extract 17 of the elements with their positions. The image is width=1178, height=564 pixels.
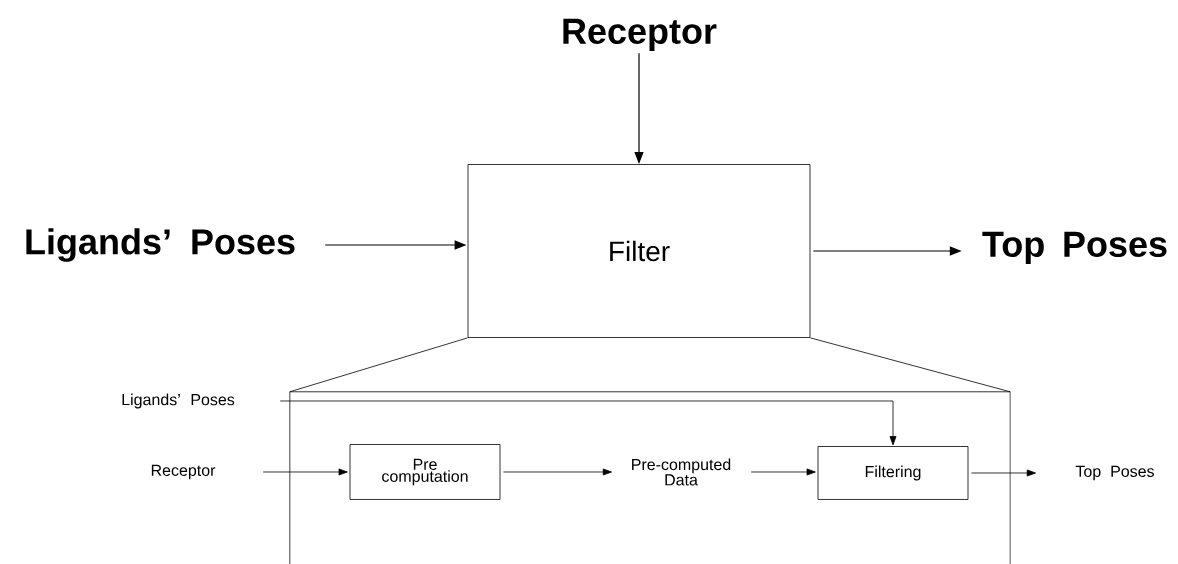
label-text: Receptor [151,464,216,480]
arrow [279,400,897,446]
label-text: Receptor [563,18,717,52]
zoom-line [289,337,468,393]
label-text: Top Poses [982,231,1167,265]
label-text: Top Poses [1075,465,1154,481]
process-box: Filter [467,164,811,338]
process-box: Filtering [817,446,969,500]
arrow [262,468,348,476]
arrow [971,469,1036,477]
arrow [503,468,612,476]
label-text: Ligands’ Poses [122,393,235,409]
label-text: Pre-computed Data [632,458,731,486]
arrow [750,468,816,476]
zoom-line [810,337,1011,393]
process-box: Pre computation [349,444,501,500]
label-text: Ligands’ Poses [26,228,295,262]
